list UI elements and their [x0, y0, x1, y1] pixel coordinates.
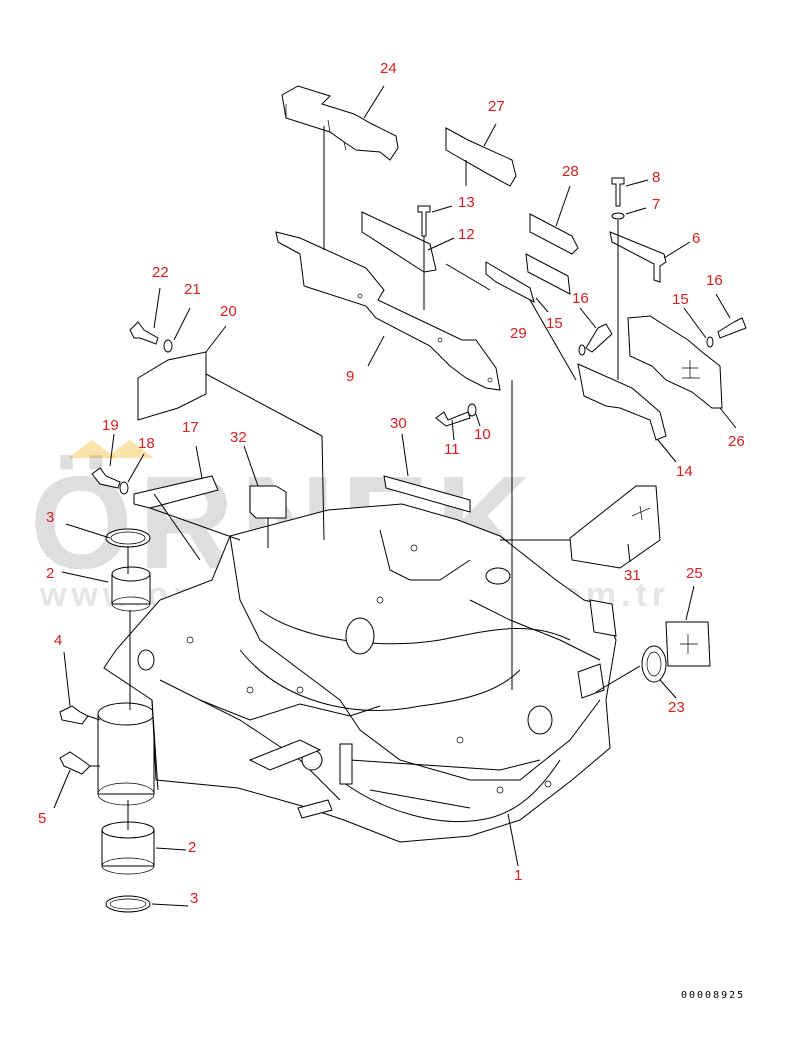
callout-9: 9	[346, 368, 354, 385]
assembly-lines	[65, 126, 641, 830]
swing-post-tube	[97, 713, 155, 795]
part-26-block	[627, 315, 723, 409]
callout-5: 5	[38, 810, 46, 827]
part-27-panel	[445, 127, 517, 187]
swing-post-assembly	[59, 528, 155, 913]
callout-24: 24	[380, 60, 397, 77]
part-32-block	[249, 485, 287, 519]
callout-3-upper: 3	[46, 509, 54, 526]
part-11-bolt	[435, 411, 471, 427]
watermark-logo-accent	[68, 440, 116, 458]
part-22-bolt	[129, 321, 159, 345]
part-12-plate	[361, 211, 437, 273]
callout-8: 8	[652, 169, 660, 186]
callout-6: 6	[692, 230, 700, 247]
part-31-block	[569, 485, 661, 569]
part-24-cover	[281, 85, 399, 161]
callout-30: 30	[390, 415, 407, 432]
callout-16b: 16	[706, 272, 723, 289]
callout-32: 32	[230, 429, 247, 446]
fasteners	[91, 177, 747, 495]
callout-labels: 24 27 28 8 7 13 12 6 22 21 20 16 16 15 1…	[38, 60, 745, 907]
part-17-bar	[133, 475, 219, 509]
callout-2-upper: 2	[46, 565, 54, 582]
callout-21: 21	[184, 281, 201, 298]
leader-lines	[53, 85, 737, 907]
part-16b-bolt	[717, 317, 747, 339]
callout-31: 31	[624, 567, 641, 584]
callout-28: 28	[562, 163, 579, 180]
callout-16a: 16	[572, 290, 589, 307]
callout-20: 20	[220, 303, 237, 320]
part-18-washer	[119, 481, 129, 495]
callout-26: 26	[728, 433, 745, 450]
callout-3-lower: 3	[190, 890, 198, 907]
callout-2-lower: 2	[188, 839, 196, 856]
callout-29: 29	[510, 325, 527, 342]
callout-15a: 15	[546, 315, 563, 332]
callout-17: 17	[182, 419, 199, 436]
part-1-main-frame	[103, 503, 617, 843]
callout-14: 14	[676, 463, 693, 480]
part-4-fitting	[59, 705, 89, 725]
part-9-plate	[275, 231, 501, 391]
part-15-washer	[578, 344, 586, 356]
part-8-bolt	[611, 177, 625, 207]
part-5-fitting	[59, 751, 91, 775]
callout-25: 25	[686, 565, 703, 582]
part-13-bolt	[417, 205, 431, 237]
callout-11: 11	[444, 441, 460, 458]
callout-1: 1	[514, 867, 522, 884]
part-7-washer	[611, 212, 625, 220]
part-15b-washer	[706, 336, 714, 348]
document-number: 00008925	[681, 990, 745, 1001]
callout-10: 10	[474, 426, 491, 443]
part-28-bar	[529, 213, 579, 255]
part-6-bracket	[609, 231, 667, 283]
part-10-washer	[467, 403, 477, 417]
callout-19: 19	[102, 417, 119, 434]
part-19-bolt	[91, 467, 121, 489]
callout-4: 4	[54, 632, 62, 649]
callout-27: 27	[488, 98, 505, 115]
callout-15b: 15	[672, 291, 689, 308]
callout-23: 23	[668, 699, 685, 716]
callout-12: 12	[458, 226, 475, 243]
part-16-bolt	[585, 323, 613, 353]
callout-18: 18	[138, 435, 155, 452]
callout-7: 7	[652, 196, 660, 213]
part-14-bracket	[577, 363, 667, 441]
part-drawings	[53, 85, 747, 913]
part-20-plate	[137, 351, 207, 421]
callout-22: 22	[152, 264, 169, 281]
part-21-washer	[163, 339, 173, 353]
part-23-ring	[641, 645, 667, 683]
watermark-logo-accent	[106, 440, 154, 458]
part-3-seal-lower	[105, 895, 151, 913]
part-30-bar	[383, 475, 471, 513]
callout-13: 13	[458, 194, 475, 211]
part-29-bracket	[485, 261, 535, 303]
